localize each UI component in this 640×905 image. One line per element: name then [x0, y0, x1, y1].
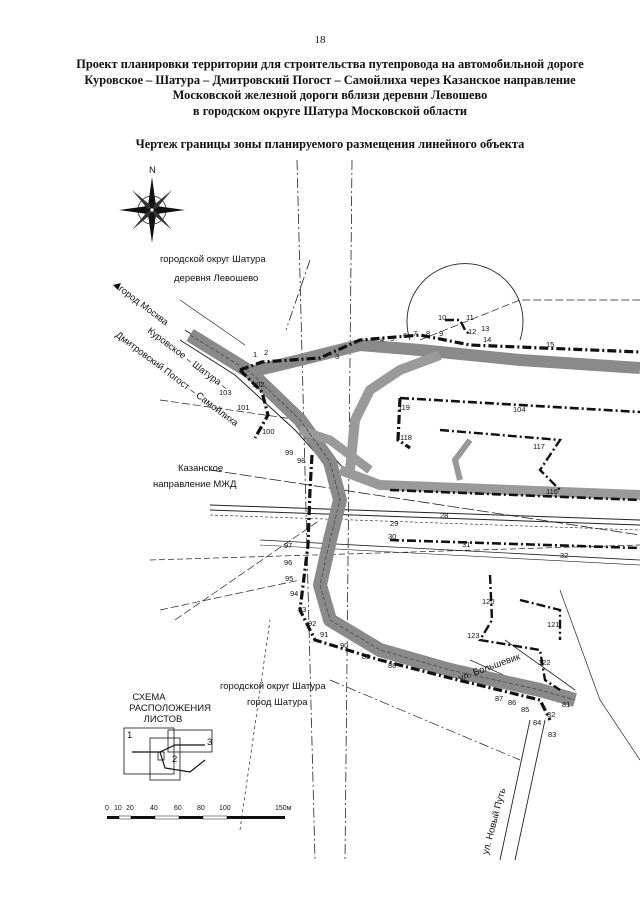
title-line-3: Московской железной дороги вблизи деревн…: [172, 88, 488, 102]
sheet-layout-scheme: [123, 727, 213, 781]
point-label: 31: [462, 540, 470, 549]
point-label: 32: [560, 551, 568, 560]
point-label: 30: [388, 532, 396, 541]
point-label: 119: [398, 403, 410, 412]
title-line-2: Куровское – Шатура – Дмитровский Погост …: [84, 72, 576, 87]
point-label: 8: [426, 329, 430, 338]
point-label: 85: [521, 705, 529, 714]
point-label: 4: [380, 335, 384, 344]
point-label: 100: [262, 427, 275, 436]
scale-bar: [107, 815, 285, 820]
point-label: 95: [285, 574, 293, 583]
point-label: 89: [362, 652, 370, 661]
page-number: 18: [314, 34, 326, 46]
zone-boundary: [238, 318, 640, 721]
point-label: 28: [440, 511, 448, 520]
point-label: 84: [533, 718, 541, 727]
point-label: 99: [285, 448, 293, 457]
point-label: 9: [439, 329, 443, 338]
point-label: 96: [284, 558, 292, 567]
point-label: 94: [290, 589, 298, 598]
point-label: 90: [340, 641, 348, 650]
point-label: 86: [508, 698, 516, 707]
sheet-scheme-title-2: РАСПОЛОЖЕНИЯ: [129, 703, 211, 714]
point-label: 97: [284, 541, 292, 550]
point-label: 14: [483, 335, 491, 344]
point-label: 93: [298, 605, 306, 614]
point-label: 82: [547, 710, 555, 719]
sheet-scheme-title-3: ЛИСТОВ: [144, 714, 183, 725]
point-label: 102: [252, 380, 265, 389]
point-label: 88: [388, 661, 396, 670]
point-label: 103: [219, 388, 232, 397]
street-label-bolshevik: ул. Большевик: [457, 651, 522, 684]
to-moscow-label: город Москва: [116, 284, 171, 329]
point-label: 7: [413, 329, 417, 338]
point-label: 3: [335, 352, 339, 361]
point-label: 10: [438, 313, 446, 322]
sheet-number-3: 3: [207, 737, 212, 748]
point-label: 117: [533, 442, 545, 451]
sheet-scheme-title-1: СХЕМА: [132, 692, 166, 703]
railway-label-1: Казанское: [178, 463, 223, 474]
point-label: 15: [546, 340, 554, 349]
scale-tick-label: 20: [126, 805, 134, 812]
document-title: Проект планировки территории для строите…: [60, 57, 600, 119]
point-label: 81: [562, 700, 570, 709]
point-label: 29: [390, 519, 398, 528]
scale-tick-label: 150м: [275, 805, 292, 812]
scale-tick-label: 10: [114, 805, 122, 812]
point-label: 12: [468, 327, 476, 336]
title-line-4: в городском округе Шатура Московской обл…: [192, 103, 468, 118]
boundary-point-labels: 1 2 3 4 5 6 7 8 9 10 11 12 13 14 15 28 2…: [219, 313, 570, 739]
scale-tick-label: 40: [150, 805, 158, 812]
point-label: 120: [482, 597, 495, 606]
north-label: N: [149, 165, 156, 176]
railway-label-2: направление МЖД: [153, 479, 237, 490]
town-label: город Шатура: [247, 697, 308, 708]
title-line-1: Проект планировки территории для строите…: [76, 57, 584, 71]
village-label: деревня Левошево: [174, 273, 258, 284]
sheet-number-1: 1: [127, 730, 132, 741]
compass-rose-icon: [119, 177, 185, 243]
point-label: 122: [538, 658, 551, 667]
designed-road: [186, 329, 640, 707]
point-label: 116: [546, 487, 558, 496]
point-label: 2: [264, 348, 268, 357]
scale-tick-label: 60: [174, 805, 182, 812]
street-label-noviy-put: ул. Новый Путь: [480, 787, 508, 856]
point-label: 5: [390, 334, 394, 343]
drawing-title: Чертеж границы зоны планируемого размеще…: [135, 137, 525, 151]
arrow-icon: [113, 283, 121, 290]
point-label: 13: [481, 324, 489, 333]
point-label: 121: [547, 620, 560, 629]
point-label: 11: [466, 313, 474, 322]
point-label: 123: [467, 631, 480, 640]
scale-tick-label: 0: [105, 805, 109, 812]
district-top-label: городской округ Шатура: [160, 254, 266, 265]
scale-tick-label: 100: [219, 805, 231, 812]
point-label: 6: [403, 331, 407, 340]
point-label: 83: [548, 730, 556, 739]
point-label: 92: [308, 619, 316, 628]
point-label: 87: [495, 694, 503, 703]
point-label: 98: [297, 456, 305, 465]
point-label: 104: [513, 405, 526, 414]
point-label: 1: [253, 350, 257, 359]
point-label: 101: [237, 403, 250, 412]
scale-tick-label: 80: [197, 805, 205, 812]
point-label: 118: [400, 433, 412, 442]
district-bottom-label: городской округ Шатура: [220, 681, 326, 692]
sheet-number-2: 2: [172, 754, 177, 765]
point-label: 91: [320, 630, 328, 639]
